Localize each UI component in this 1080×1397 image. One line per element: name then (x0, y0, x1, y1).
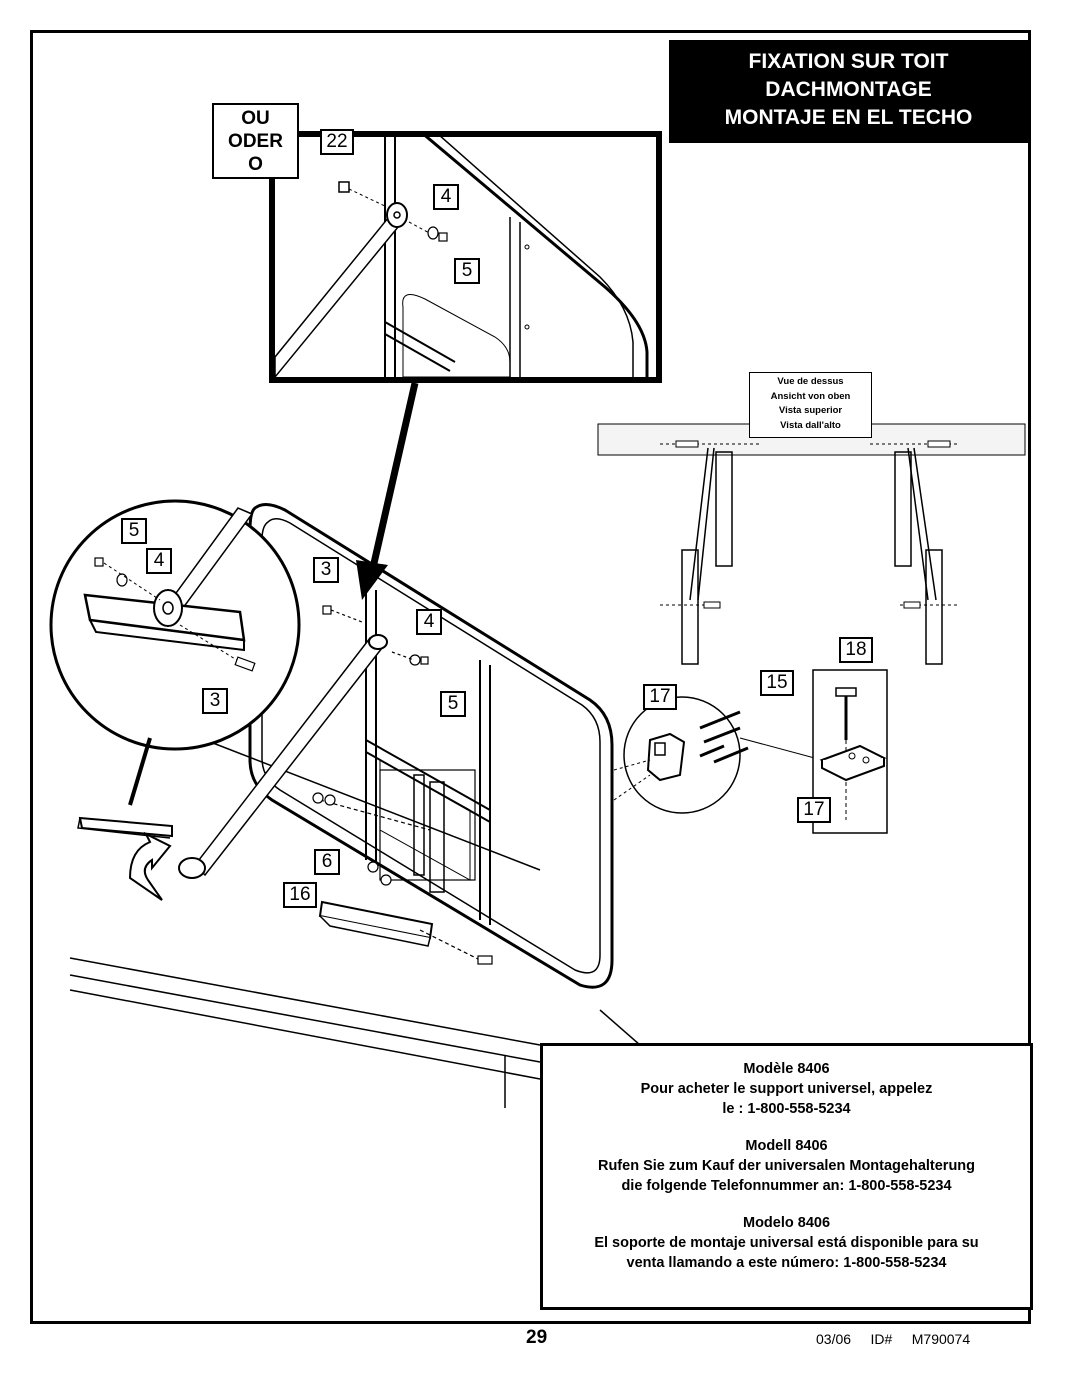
top-view-italian: Vista dall'alto (780, 419, 841, 431)
spanish-text-2: venta llamando a este número: 1-800-558-… (626, 1255, 947, 1271)
callout-3: 3 (202, 688, 228, 714)
or-german: ODER (228, 131, 283, 152)
top-view-german: Ansicht von oben (770, 390, 851, 402)
german-model: Modell 8406 (745, 1138, 828, 1154)
callout-22: 22 (320, 129, 354, 155)
spanish-model: Modelo 8406 (742, 1215, 831, 1231)
footer-date: 03/06 (816, 1331, 852, 1347)
callout-4: 4 (416, 609, 442, 635)
french-model: Modèle 8406 (743, 1061, 830, 1077)
top-view-french: Vue de dessus (777, 376, 844, 387)
main-backboard (248, 503, 614, 989)
callout-17: 17 (797, 797, 831, 823)
callout-6: 6 (314, 849, 340, 875)
callout-3: 3 (313, 557, 339, 583)
callout-16: 16 (283, 882, 317, 908)
callout-5: 5 (454, 258, 480, 284)
inset-detail (269, 131, 662, 383)
lag-bolt-panel (812, 669, 888, 834)
inset-illustration (275, 137, 649, 377)
main-brace (178, 634, 388, 879)
top-view-spanish: Vista superior (778, 405, 843, 416)
french-text-2: le : 1-800-558-5234 (722, 1101, 851, 1117)
callout-4: 4 (433, 184, 459, 210)
or-spanish: O (248, 154, 263, 175)
roof-lines (69, 737, 641, 1108)
page-title: FIXATION SUR TOIT DACHMONTAGE MONTAJE EN… (669, 40, 1028, 143)
german-text-1: Rufen Sie zum Kauf der universalen Monta… (597, 1158, 976, 1174)
footer-id-value: M790074 (911, 1331, 971, 1347)
mount-detail-circle (613, 696, 823, 814)
main-hardware (312, 605, 493, 965)
title-spanish: MONTAJE EN EL TECHO (724, 106, 973, 129)
german-text-2: die folgende Telefonnummer an: 1-800-558… (621, 1178, 952, 1194)
top-view-diagram (597, 423, 1026, 665)
callout-15: 15 (760, 670, 794, 696)
callout-18: 18 (839, 637, 873, 663)
spanish-text-1: El soporte de montaje universal está dis… (594, 1235, 979, 1251)
loose-bracket (77, 816, 173, 901)
footer-id-label: ID# (870, 1331, 893, 1347)
or-french: OU (241, 108, 270, 129)
detail-line (128, 737, 152, 806)
title-german: DACHMONTAGE (765, 78, 932, 101)
top-view-label: Vue de dessus Ansicht von oben Vista sup… (749, 372, 872, 438)
callout-5: 5 (121, 518, 147, 544)
or-box: OU ODER O (212, 103, 299, 179)
pointer-arrow (356, 382, 419, 600)
callout-5: 5 (440, 691, 466, 717)
universal-mount-info-box: Modèle 8406 Pour acheter le support univ… (540, 1043, 1033, 1310)
footer-meta: 03/06 ID# M790074 (816, 1331, 970, 1347)
page-border (30, 30, 1031, 1324)
callout-17: 17 (643, 684, 677, 710)
callout-4: 4 (146, 548, 172, 574)
page-number: 29 (526, 1327, 548, 1348)
french-text-1: Pour acheter le support universel, appel… (640, 1081, 933, 1097)
title-french: FIXATION SUR TOIT (748, 50, 949, 73)
detail-circle (49, 499, 301, 751)
